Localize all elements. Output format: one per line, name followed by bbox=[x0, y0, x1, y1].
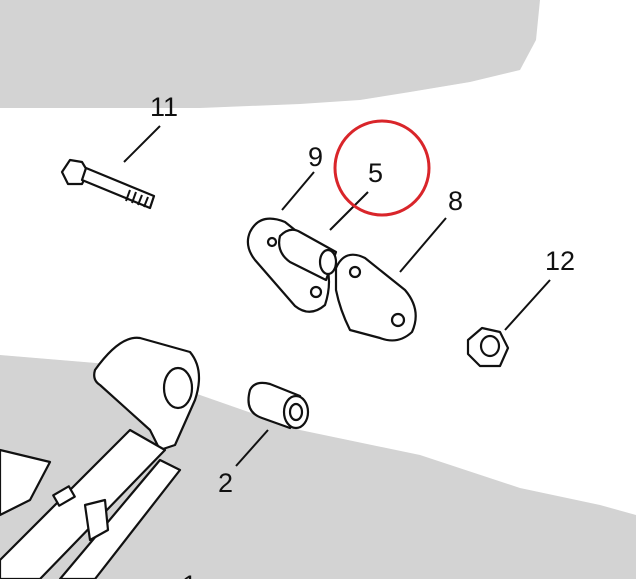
leader-line-8 bbox=[399, 217, 447, 273]
callout-12: 12 bbox=[545, 246, 575, 276]
bolt-part bbox=[60, 158, 156, 210]
bushing-part bbox=[247, 381, 310, 430]
callout-8: 8 bbox=[448, 186, 463, 216]
leaf-spring-part bbox=[0, 336, 201, 579]
callout-9: 9 bbox=[308, 142, 323, 172]
callout-2: 2 bbox=[218, 468, 233, 498]
leader-line-9 bbox=[281, 171, 315, 211]
callout-11: 11 bbox=[150, 92, 178, 122]
leader-line-11 bbox=[123, 125, 161, 163]
callout-5: 5 bbox=[368, 158, 383, 188]
background-shade-top bbox=[0, 0, 540, 108]
highlight-circle bbox=[333, 119, 431, 217]
leader-line-2 bbox=[235, 429, 269, 467]
nut-part bbox=[466, 326, 510, 368]
link-plate-inner-part bbox=[246, 217, 338, 313]
leader-line-12 bbox=[504, 279, 551, 331]
link-plate-outer-part bbox=[334, 253, 417, 342]
callout-1: 1 bbox=[182, 570, 197, 579]
leader-line-5 bbox=[329, 191, 369, 231]
